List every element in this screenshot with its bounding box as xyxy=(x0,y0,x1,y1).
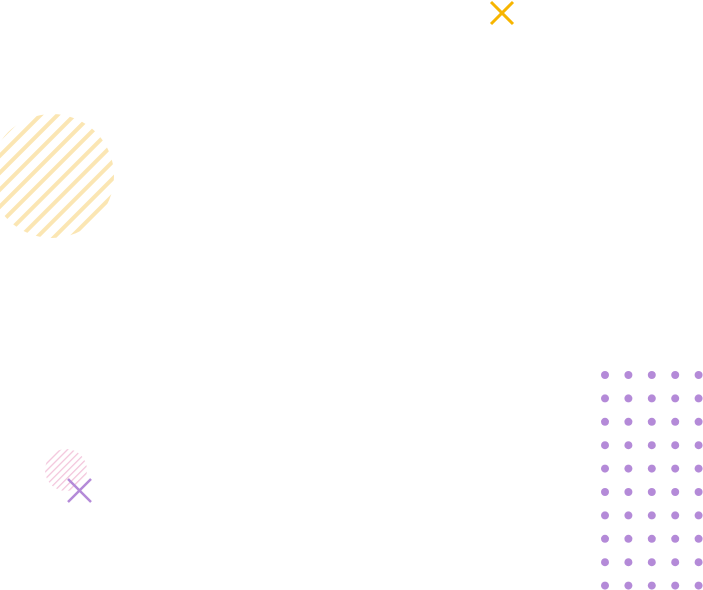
grid-dot xyxy=(647,464,656,473)
grid-dot xyxy=(624,464,633,473)
grid-dot xyxy=(671,581,680,590)
pink-striped-circle-icon xyxy=(45,449,87,491)
grid-dot xyxy=(601,488,609,496)
grid-dot xyxy=(647,394,656,403)
grid-dot xyxy=(694,534,703,543)
grid-dot xyxy=(671,534,680,543)
grid-dot xyxy=(647,417,656,426)
grid-dot xyxy=(671,511,680,520)
grid-dot xyxy=(647,534,656,543)
grid-dot xyxy=(601,394,609,403)
grid-dot xyxy=(624,581,633,590)
grid-dot xyxy=(624,371,633,379)
grid-dot xyxy=(671,371,680,379)
grid-dot xyxy=(671,441,680,450)
grid-dot xyxy=(671,417,680,426)
grid-dot xyxy=(671,488,680,496)
yellow-striped-circle-icon xyxy=(0,114,114,238)
grid-dot xyxy=(601,558,609,567)
grid-dot xyxy=(624,511,633,520)
purple-dot-grid-icon xyxy=(601,371,703,590)
grid-dot xyxy=(671,558,680,567)
grid-dot xyxy=(694,417,703,426)
grid-dot xyxy=(694,558,703,567)
grid-dot xyxy=(694,371,703,379)
grid-dot xyxy=(694,511,703,520)
grid-dot xyxy=(647,581,656,590)
grid-dot xyxy=(647,488,656,496)
yellow-cross-icon xyxy=(489,0,515,26)
grid-dot xyxy=(601,581,609,590)
grid-dot xyxy=(601,441,609,450)
grid-dot xyxy=(624,488,633,496)
grid-dot xyxy=(601,417,609,426)
grid-dot xyxy=(647,558,656,567)
grid-dot xyxy=(624,441,633,450)
grid-dot xyxy=(671,464,680,473)
grid-dot xyxy=(694,488,703,496)
grid-dot xyxy=(694,441,703,450)
grid-dot xyxy=(647,441,656,450)
grid-dot xyxy=(601,534,609,543)
grid-dot xyxy=(694,581,703,590)
grid-dot xyxy=(624,534,633,543)
grid-dot xyxy=(601,464,609,473)
grid-dot xyxy=(647,371,656,379)
grid-dot xyxy=(694,464,703,473)
purple-cross-icon xyxy=(67,478,92,503)
grid-dot xyxy=(601,371,609,379)
grid-dot xyxy=(624,394,633,403)
grid-dot xyxy=(694,394,703,403)
grid-dot xyxy=(601,511,609,520)
grid-dot xyxy=(624,558,633,567)
grid-dot xyxy=(647,511,656,520)
grid-dot xyxy=(624,417,633,426)
grid-dot xyxy=(671,394,680,403)
